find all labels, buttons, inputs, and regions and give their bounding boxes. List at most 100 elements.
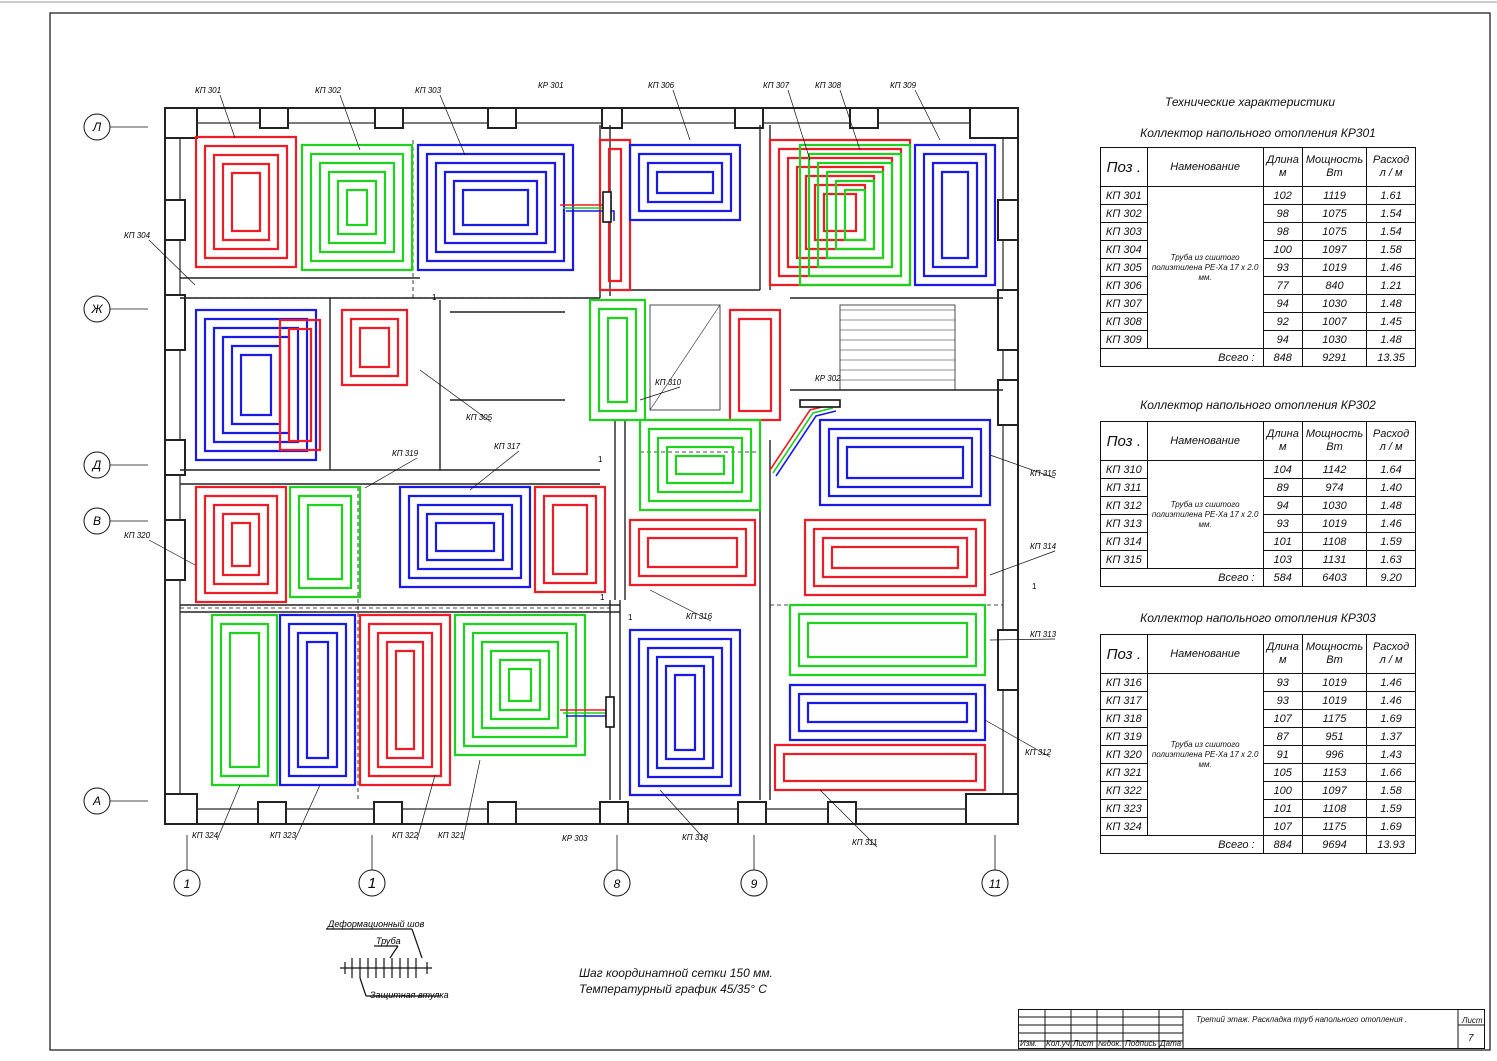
cell-pos: КП 303 bbox=[1100, 222, 1148, 241]
feed-kr302 bbox=[775, 410, 837, 477]
cell-pos: КП 311 bbox=[1100, 478, 1148, 497]
label-kp313: КП 313 bbox=[1030, 630, 1057, 639]
cell-power: 1097 bbox=[1301, 781, 1368, 800]
label-kr302: КР 302 bbox=[815, 374, 841, 383]
cell-pos: КП 323 bbox=[1100, 799, 1148, 818]
section-mark: 1 bbox=[600, 593, 605, 602]
total-length: 848 bbox=[1262, 348, 1303, 367]
cell-pos: КП 319 bbox=[1100, 727, 1148, 746]
cell-length: 92 bbox=[1262, 312, 1303, 331]
cell-pos: КП 308 bbox=[1100, 312, 1148, 331]
loop-path bbox=[798, 143, 912, 287]
loop-path bbox=[588, 298, 647, 422]
cell-pos: КП 305 bbox=[1100, 258, 1148, 277]
total-power: 9291 bbox=[1301, 348, 1368, 367]
leader-line bbox=[659, 789, 708, 843]
wall-pier bbox=[997, 199, 1019, 241]
cell-pos: КП 304 bbox=[1100, 240, 1148, 259]
wall-pier bbox=[997, 289, 1019, 351]
wall-pier bbox=[164, 294, 186, 351]
cell-length: 98 bbox=[1262, 222, 1303, 241]
loop-kp323 bbox=[278, 613, 357, 787]
cell-length: 77 bbox=[1262, 276, 1303, 295]
loop-path bbox=[628, 518, 757, 587]
collector-kr301 bbox=[602, 191, 612, 223]
loop-kp312 bbox=[788, 683, 987, 742]
title-block-col-label: №док. bbox=[1098, 1039, 1122, 1048]
cell-flow: 1.48 bbox=[1366, 496, 1416, 515]
cell-pos: КП 322 bbox=[1100, 781, 1148, 800]
loop-path bbox=[773, 743, 987, 792]
loop-path bbox=[638, 418, 762, 512]
note-temperature: Температурный график 45/35° С bbox=[579, 982, 767, 996]
loop-kp301 bbox=[194, 135, 298, 269]
loop-path bbox=[788, 683, 987, 742]
cell-length: 93 bbox=[1262, 673, 1303, 692]
cell-power: 1175 bbox=[1301, 817, 1368, 836]
cell-power: 1131 bbox=[1301, 550, 1368, 569]
cell-length: 105 bbox=[1262, 763, 1303, 782]
label-kp323: КП 323 bbox=[270, 831, 297, 840]
cell-length: 94 bbox=[1262, 294, 1303, 313]
label-kp314: КП 314 bbox=[1030, 542, 1057, 551]
wall-pier bbox=[849, 107, 879, 129]
wall-pier bbox=[164, 439, 186, 476]
section-mark: 1 bbox=[1032, 582, 1037, 591]
cell-material: Труба из сшитого полиэтилена РЕ-Ха 17 х … bbox=[1146, 186, 1264, 349]
leader-line bbox=[989, 454, 1056, 479]
collector-kr303 bbox=[605, 696, 615, 728]
label-kp309: КП 309 bbox=[890, 81, 917, 90]
leader-line bbox=[364, 457, 418, 489]
sheet-label: Лист bbox=[1462, 1016, 1483, 1025]
legend-pipe-text: Труба bbox=[376, 936, 401, 946]
cell-flow: 1.58 bbox=[1366, 781, 1416, 800]
cell-flow: 1.43 bbox=[1366, 745, 1416, 764]
leader-line bbox=[989, 550, 1056, 576]
leader-line bbox=[416, 774, 436, 841]
wall-pier bbox=[164, 107, 198, 139]
wall-pier bbox=[259, 107, 289, 129]
loop-kp317-b bbox=[638, 418, 762, 512]
loop-path bbox=[628, 628, 742, 797]
wall-pier bbox=[164, 199, 186, 241]
loop-kp304-b bbox=[278, 318, 322, 452]
label-kp302: КП 302 bbox=[315, 86, 342, 95]
cell-flow: 1.37 bbox=[1366, 727, 1416, 746]
total-label: Всего : bbox=[1100, 568, 1264, 587]
cell-pos: КП 318 bbox=[1100, 709, 1148, 728]
collector-kr302 bbox=[799, 399, 841, 408]
loop-kp317 bbox=[398, 485, 532, 589]
loop-kp317-c bbox=[533, 485, 607, 594]
loop-path bbox=[533, 485, 607, 594]
loop-kp308 bbox=[798, 143, 912, 287]
loop-path bbox=[788, 603, 987, 677]
cell-power: 1119 bbox=[1301, 186, 1368, 205]
cell-flow: 1.46 bbox=[1366, 258, 1416, 277]
label-kp307: КП 307 bbox=[763, 81, 790, 90]
section-mark: 1 bbox=[628, 613, 633, 622]
cell-pos: КП 307 bbox=[1100, 294, 1148, 313]
cell-power: 1030 bbox=[1301, 496, 1368, 515]
loop-path bbox=[278, 613, 357, 787]
cell-power: 1030 bbox=[1301, 294, 1368, 313]
hdr-name: Наменование bbox=[1146, 421, 1264, 461]
cell-length: 91 bbox=[1262, 745, 1303, 764]
loop-kp302 bbox=[300, 143, 414, 272]
title-block-col-label: Кол.уч. bbox=[1046, 1039, 1073, 1048]
loop-path bbox=[340, 308, 409, 387]
leader-line bbox=[989, 638, 1056, 641]
loop-kp314 bbox=[803, 518, 987, 597]
title-block-col-label: Подпись bbox=[1125, 1039, 1157, 1048]
cell-flow: 1.66 bbox=[1366, 763, 1416, 782]
cell-power: 1097 bbox=[1301, 240, 1368, 259]
